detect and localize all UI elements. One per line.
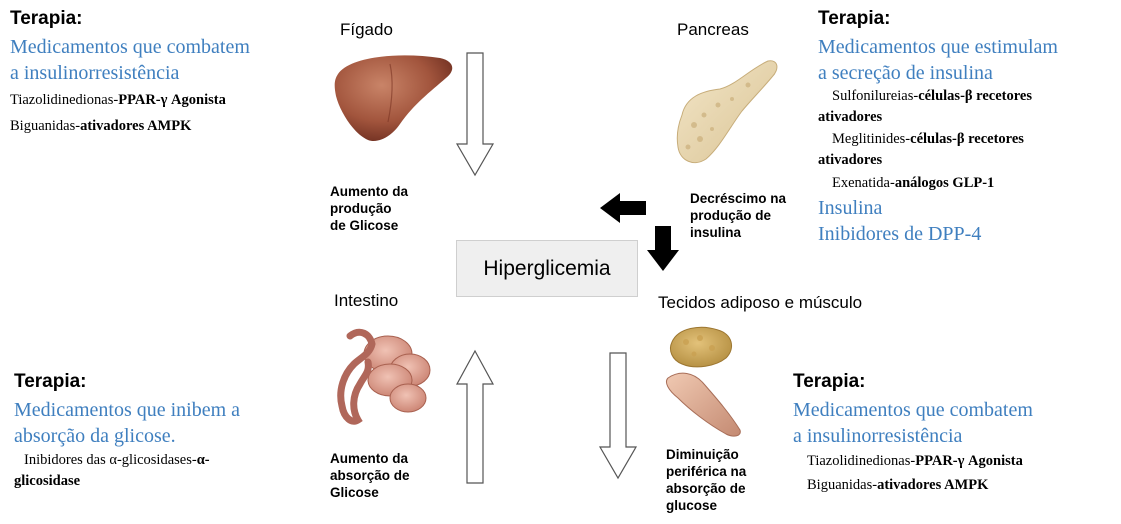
effect-line: insulina	[690, 224, 786, 241]
effect-line: periférica na	[666, 463, 746, 480]
drug-line: Tiazolidinedionas-PPAR-γ Agonista	[10, 88, 320, 112]
drug-line-cont: glicosidase	[14, 469, 314, 493]
effect-line: absorção de	[330, 467, 410, 484]
therapy-headline-line: a insulinorresistência	[10, 60, 320, 86]
drug-name: Meglitinides-	[832, 131, 910, 147]
therapy-headline-line: a secreção de insulina	[818, 60, 1118, 86]
therapy-pancreas: Terapia: Medicamentos que estimulam a se…	[818, 8, 1118, 247]
liver-image	[330, 52, 460, 152]
drug-line-cont: ativadores	[818, 105, 1118, 129]
drug-action: células-β recetores	[910, 131, 1024, 147]
therapy-title: Terapia:	[14, 371, 314, 393]
therapy-headline-line: a insulinorresistência	[793, 423, 1113, 449]
arrow-left-icon	[600, 192, 648, 224]
intestine-label: Intestino	[334, 291, 398, 311]
hyperglycemia-label: Hiperglicemia	[483, 257, 610, 281]
tissues-effect: Diminuição periférica na absorção de glu…	[666, 446, 746, 514]
liver-arrow-down	[455, 52, 495, 177]
drug-action: ativadores AMPK	[877, 477, 988, 493]
drug-name: Biguanidas-	[807, 477, 877, 493]
intestine-effect: Aumento da absorção de Glicose	[330, 450, 410, 501]
tissues-arrow-down	[598, 352, 638, 480]
effect-line: Aumento da	[330, 183, 408, 200]
therapy-title: Terapia:	[10, 8, 320, 30]
effect-line: Decréscimo na	[690, 190, 786, 207]
drug-name: Biguanidas-	[10, 118, 80, 134]
therapy-intestine: Terapia: Medicamentos que inibem a absor…	[14, 371, 314, 493]
drug-name: Sulfonilureias-	[832, 88, 918, 104]
drug-line: Biguanidas-ativadores AMPK	[793, 473, 1113, 497]
effect-line: absorção de	[666, 480, 746, 497]
pancreas-image	[672, 55, 782, 170]
therapy-headline-line: Medicamentos que inibem a	[14, 397, 314, 423]
drug-name: Inibidores das α-glicosidases-	[24, 452, 197, 468]
effect-line: produção	[330, 200, 408, 217]
therapy-extra: Insulina	[818, 195, 1118, 221]
hyperglycemia-box: Hiperglicemia	[456, 240, 638, 297]
therapy-headline-line: absorção da glicose.	[14, 423, 314, 449]
effect-line: glucose	[666, 497, 746, 514]
effect-line: Glicose	[330, 484, 410, 501]
drug-line: Biguanidas-ativadores AMPK	[10, 114, 320, 138]
drug-line: Tiazolidinedionas-PPAR-γ Agonista	[793, 449, 1113, 473]
therapy-title: Terapia:	[793, 371, 1113, 393]
drug-action: células-β recetores	[918, 88, 1032, 104]
liver-label: Fígado	[340, 20, 393, 40]
drug-action: ativadores	[818, 152, 882, 168]
effect-line: de Glicose	[330, 217, 408, 234]
tissues-image	[660, 322, 770, 442]
intestine-image	[330, 318, 450, 433]
drug-action: α-	[197, 452, 210, 468]
effect-line: produção de	[690, 207, 786, 224]
drug-name: Exenatida-	[832, 175, 895, 191]
drug-action: PPAR-γ Agonista	[118, 92, 226, 108]
drug-line-cont: ativadores	[818, 148, 1118, 172]
pancreas-effect: Decréscimo na produção de insulina	[690, 190, 786, 241]
effect-line: Aumento da	[330, 450, 410, 467]
drug-action: ativadores	[818, 109, 882, 125]
drug-name: Tiazolidinedionas-	[807, 453, 915, 469]
therapy-headline-line: Medicamentos que combatem	[793, 397, 1113, 423]
drug-action: PPAR-γ Agonista	[915, 453, 1023, 469]
therapy-extra: Inibidores de DPP-4	[818, 221, 1118, 247]
drug-action: glicosidase	[14, 473, 80, 489]
therapy-liver: Terapia: Medicamentos que combatem a ins…	[10, 8, 320, 138]
drug-action: ativadores AMPK	[80, 118, 191, 134]
liver-effect: Aumento da produção de Glicose	[330, 183, 408, 234]
arrow-down-icon	[646, 226, 680, 272]
therapy-headline-line: Medicamentos que combatem	[10, 34, 320, 60]
effect-line: Diminuição	[666, 446, 746, 463]
therapy-title: Terapia:	[818, 8, 1118, 30]
pancreas-label: Pancreas	[677, 20, 749, 40]
therapy-tissues: Terapia: Medicamentos que combatem a ins…	[793, 371, 1113, 497]
drug-action: análogos GLP-1	[895, 175, 995, 191]
drug-name: Tiazolidinedionas-	[10, 92, 118, 108]
drug-line: Exenatida-análogos GLP-1	[818, 171, 1118, 195]
intestine-arrow-up	[455, 350, 495, 485]
therapy-headline-line: Medicamentos que estimulam	[818, 34, 1118, 60]
tissues-label: Tecidos adiposo e músculo	[658, 293, 862, 313]
